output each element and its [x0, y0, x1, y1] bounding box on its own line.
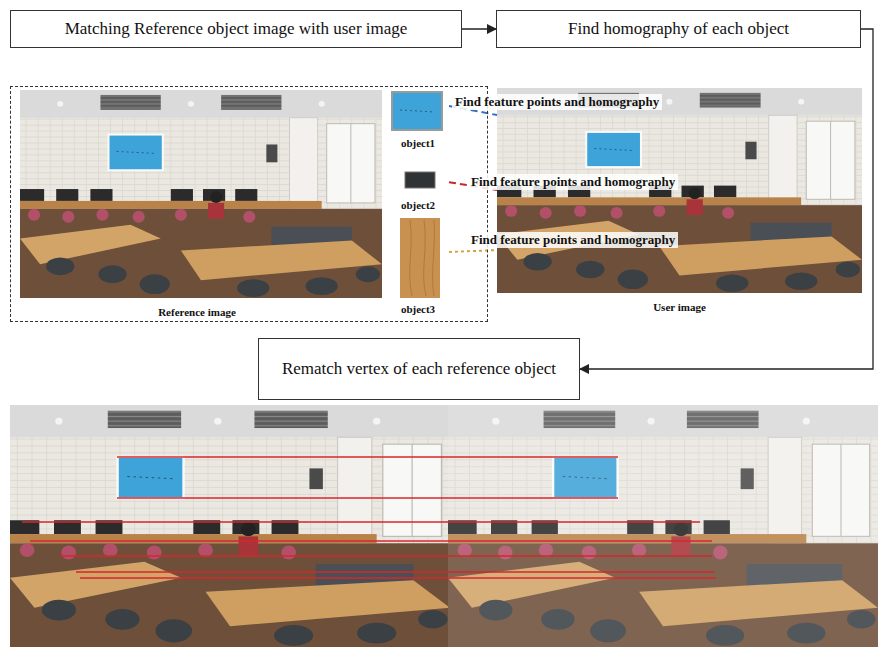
painting-detail: [400, 110, 434, 112]
object-image: object3: [387, 217, 449, 317]
image-caption: Reference image: [11, 306, 383, 318]
object-image: object1: [387, 91, 449, 151]
process-box: Find homography of each object: [496, 10, 861, 48]
flow-arrow: [462, 28, 496, 29]
edge-label: Find feature points and homography: [468, 232, 678, 248]
object1-thumbnail: [392, 92, 442, 130]
object3-thumbnail: [400, 218, 440, 298]
reference-photo: [20, 90, 382, 298]
user-photo: [497, 88, 862, 293]
vertex-match-lines: [22, 457, 716, 578]
image-caption: User image: [497, 301, 862, 313]
box-label: Matching Reference object image with use…: [65, 18, 408, 39]
process-box: Matching Reference object image with use…: [10, 10, 462, 48]
edge-label: Find feature points and homography: [468, 174, 678, 190]
box-label: Rematch vertex of each reference object: [282, 358, 556, 379]
wood-grain: [410, 220, 435, 296]
edge-label: Find feature points and homography: [452, 94, 662, 110]
user-image: User image: [497, 88, 862, 316]
object-image: object2: [387, 169, 449, 213]
box-label: Find homography of each object: [568, 18, 789, 39]
reference-group: Reference image object1 object2 object3: [10, 86, 488, 322]
photo-tint: [448, 405, 878, 647]
user-photo-match: [448, 405, 878, 647]
image-caption: object1: [387, 137, 449, 149]
object2-thumbnail: [405, 172, 435, 188]
match-line: [449, 250, 497, 252]
reference-photo-match: [10, 405, 450, 647]
image-caption: object3: [387, 303, 449, 315]
process-box: Rematch vertex of each reference object: [258, 338, 580, 400]
flow-arrow: [580, 29, 873, 369]
image-caption: object2: [387, 199, 449, 211]
